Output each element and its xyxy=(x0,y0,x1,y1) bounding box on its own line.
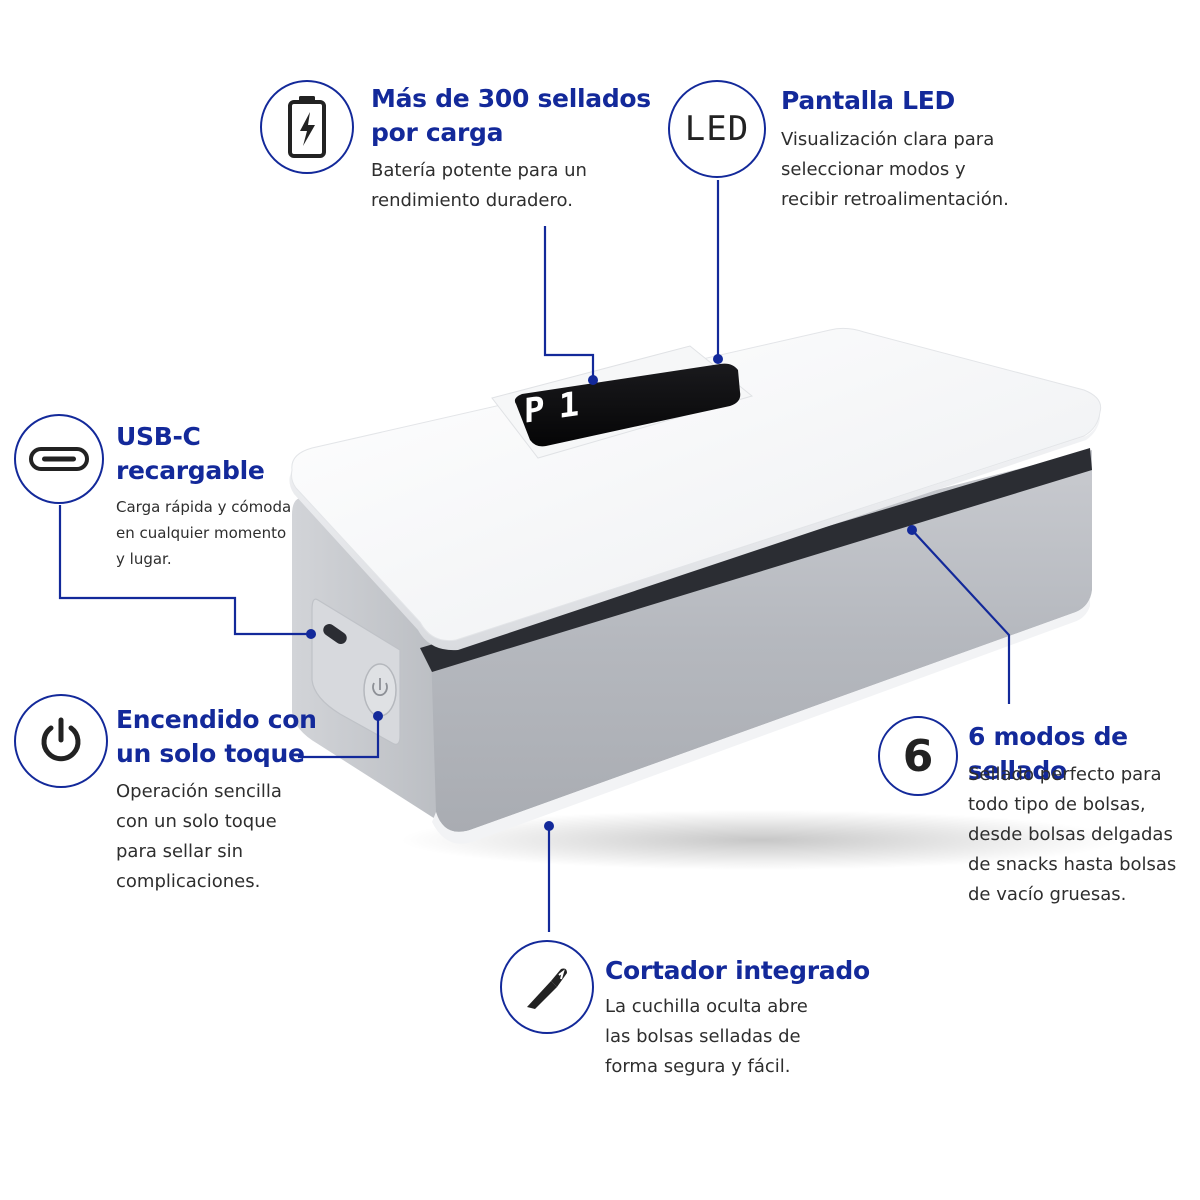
leader-usbc xyxy=(58,505,311,636)
seal-gap xyxy=(420,448,1092,672)
led-screen xyxy=(514,363,741,447)
usbc-badge xyxy=(14,414,104,504)
usb-c-port xyxy=(323,623,347,645)
leader-power xyxy=(298,716,380,759)
battery-badge xyxy=(260,80,354,174)
power-badge xyxy=(14,694,108,788)
battery-desc: Batería potente para un rendimiento dura… xyxy=(371,160,587,211)
floor-shadow xyxy=(400,810,1120,870)
modes-desc: Sellado perfecto para todo tipo de bolsa… xyxy=(968,764,1177,905)
usb-c-port-icon xyxy=(29,447,89,471)
leader-battery xyxy=(543,226,595,378)
leader-modes xyxy=(911,529,1011,704)
power-title: Encendido con un solo toque xyxy=(116,705,317,768)
battery-title: Más de 300 sellados por carga xyxy=(371,84,651,147)
modes-badge-number: 6 xyxy=(902,730,934,782)
led-screen-readout: P1 xyxy=(524,383,594,432)
power-icon xyxy=(41,717,81,762)
cutter-desc: La cuchilla oculta abre las bolsas sella… xyxy=(605,996,808,1077)
modes-title: 6 modos de sellado xyxy=(968,722,1128,785)
modes-badge: 6 xyxy=(878,716,958,796)
led-badge: LED xyxy=(668,80,766,178)
led-desc: Visualización clara para seleccionar mod… xyxy=(781,129,1009,210)
cutter-badge xyxy=(500,940,594,1034)
usbc-title: USB-C recargable xyxy=(116,422,265,485)
cutter-blade-icon xyxy=(527,968,567,1009)
cutter-title: Cortador integrado xyxy=(605,956,870,985)
led-badge-text: LED xyxy=(684,109,750,149)
power-desc: Operación sencilla con un solo toque par… xyxy=(116,781,282,892)
led-title: Pantalla LED xyxy=(781,86,956,115)
battery-charging-icon xyxy=(288,96,326,158)
usbc-desc: Carga rápida y cómoda en cualquier momen… xyxy=(116,498,292,568)
